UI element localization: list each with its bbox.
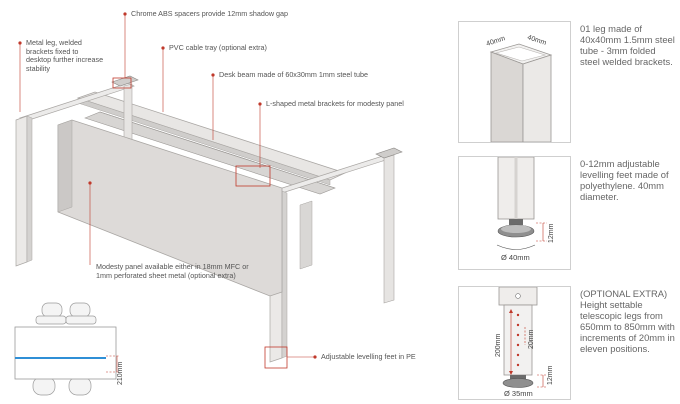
spec-feet: 0-12mm adjustable levelling feet made of… bbox=[580, 158, 669, 202]
detail-panel-telescopic: 200mm 20mm 12mm Ø 35mm bbox=[458, 286, 571, 400]
spec-telescopic: (OPTIONAL EXTRA) Height settable telesco… bbox=[580, 288, 675, 354]
left-leg-front bbox=[15, 115, 28, 267]
leader-lines bbox=[19, 14, 315, 358]
spec-leg: 01 leg made of 40x40mm 1.5mm steel tube … bbox=[580, 23, 675, 67]
spacer-highlight bbox=[112, 77, 132, 89]
tele-dim-foot: 12mm bbox=[547, 365, 554, 385]
plan-dimension-label: 210mm bbox=[117, 361, 124, 385]
feet-drawing: 12mm Ø 40mm bbox=[496, 156, 555, 262]
plan-view bbox=[14, 302, 120, 396]
tele-dim-range: 200mm bbox=[495, 333, 502, 357]
feet-dim-height: 12mm bbox=[548, 223, 555, 243]
tele-dim-step: 20mm bbox=[528, 329, 535, 349]
callout-modesty-panel: Modesty panel available either in 18mm M… bbox=[96, 262, 249, 280]
detail-panel-feet: 12mm Ø 40mm bbox=[458, 156, 571, 270]
leg-dim-a: 40mm bbox=[485, 35, 506, 48]
callout-spacers: Chrome ABS spacers provide 12mm shadow g… bbox=[131, 9, 289, 18]
callout-desk-beam: Desk beam made of 60x30mm 1mm steel tube bbox=[219, 70, 369, 79]
callout-metal-leg: Metal leg, welded brackets fixed to desk… bbox=[26, 38, 104, 73]
feet-dim-diameter: Ø 40mm bbox=[501, 253, 530, 262]
callout-levelling-feet: Adjustable levelling feet in PE bbox=[321, 352, 416, 361]
bracket-highlight bbox=[235, 165, 271, 187]
leg-dim-b: 40mm bbox=[526, 34, 547, 47]
right-leg-back bbox=[383, 154, 395, 304]
telescopic-drawing: 200mm 20mm 12mm Ø 35mm bbox=[495, 286, 554, 398]
detail-panel-leg: 40mm 40mm bbox=[458, 21, 571, 143]
callout-brackets: L-shaped metal brackets for modesty pane… bbox=[266, 99, 404, 108]
leg-section-drawing: 40mm 40mm bbox=[485, 34, 553, 143]
tele-dim-diameter: Ø 35mm bbox=[504, 389, 533, 398]
leader-dots bbox=[18, 12, 317, 359]
foot-highlight bbox=[264, 346, 288, 369]
callout-cable-tray: PVC cable tray (optional extra) bbox=[169, 43, 267, 52]
desk-illustration bbox=[14, 12, 403, 396]
